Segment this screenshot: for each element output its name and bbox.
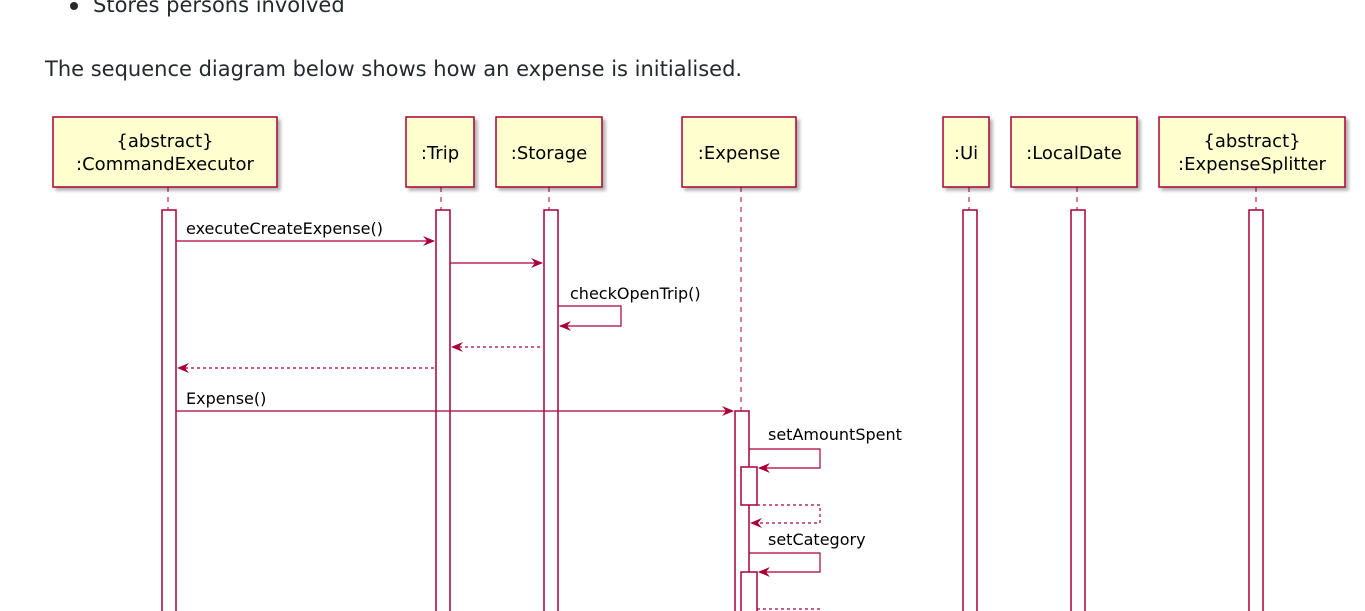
- message-arrow: [558, 305, 622, 331]
- participant-label: :LocalDate: [1026, 143, 1122, 164]
- participant-splitter: {abstract}:ExpenseSplitter: [1158, 116, 1346, 188]
- message-label: executeCreateExpense(): [186, 219, 383, 238]
- activation-bar-ui: [962, 209, 978, 611]
- participant-box: [681, 116, 797, 188]
- participant-label: :Storage: [511, 143, 588, 164]
- intro-paragraph: The sequence diagram below shows how an …: [45, 57, 743, 81]
- message-arrow: [749, 448, 821, 473]
- participant-box: [1158, 116, 1346, 188]
- activation-bar-expense: [740, 571, 758, 611]
- activation-bar-expense: [740, 466, 758, 506]
- participant-label: {abstract}: [116, 131, 213, 152]
- participant-box: [405, 116, 475, 188]
- bullet-text: Stores persons involved: [93, 0, 345, 17]
- message-setamountspent: setAmountSpent: [749, 425, 902, 473]
- message-arrow: [749, 552, 821, 577]
- bullet-item: Stores persons involved: [70, 0, 345, 19]
- activation-bar-expense: [734, 410, 750, 611]
- participant-box: [52, 116, 278, 188]
- participant-trip: :Trip: [405, 116, 475, 188]
- participant-label: {abstract}: [1203, 131, 1300, 152]
- bullet-list: Stores persons involved: [70, 0, 345, 19]
- participant-box: [495, 116, 603, 188]
- participant-storage: :Storage: [495, 116, 603, 188]
- message-arrow: [750, 504, 821, 528]
- participant-label: :CommandExecutor: [76, 154, 254, 175]
- activation-bar-cmd: [161, 209, 177, 611]
- participant-label: :Trip: [421, 143, 459, 164]
- message-label: checkOpenTrip(): [570, 284, 701, 303]
- participant-cmd: {abstract}:CommandExecutor: [52, 116, 278, 188]
- message-label: setAmountSpent: [768, 425, 902, 444]
- participant-label: :Expense: [698, 143, 780, 164]
- message-checkopentrip: checkOpenTrip(): [558, 284, 701, 331]
- message-expense: Expense(): [176, 389, 734, 416]
- participant-expense: :Expense: [681, 116, 797, 188]
- participant-label: :ExpenseSplitter: [1178, 154, 1326, 175]
- message-arrow: [757, 608, 821, 611]
- activation-bar-localdate: [1070, 209, 1086, 611]
- message-setcategory: setCategory: [749, 530, 866, 577]
- message-label: setCategory: [768, 530, 866, 549]
- message-executecreateexpense: executeCreateExpense(): [176, 219, 435, 246]
- participant-box: [942, 116, 990, 188]
- participant-label: :Ui: [954, 143, 978, 164]
- participant-localdate: :LocalDate: [1010, 116, 1138, 188]
- message-self-return-7: [750, 504, 821, 528]
- activation-bar-splitter: [1248, 209, 1264, 611]
- message-label: Expense(): [186, 389, 266, 408]
- participant-box: [1010, 116, 1138, 188]
- participant-ui: :Ui: [942, 116, 990, 188]
- message-self-return-9: [757, 608, 821, 611]
- bullet-dot: [70, 2, 78, 10]
